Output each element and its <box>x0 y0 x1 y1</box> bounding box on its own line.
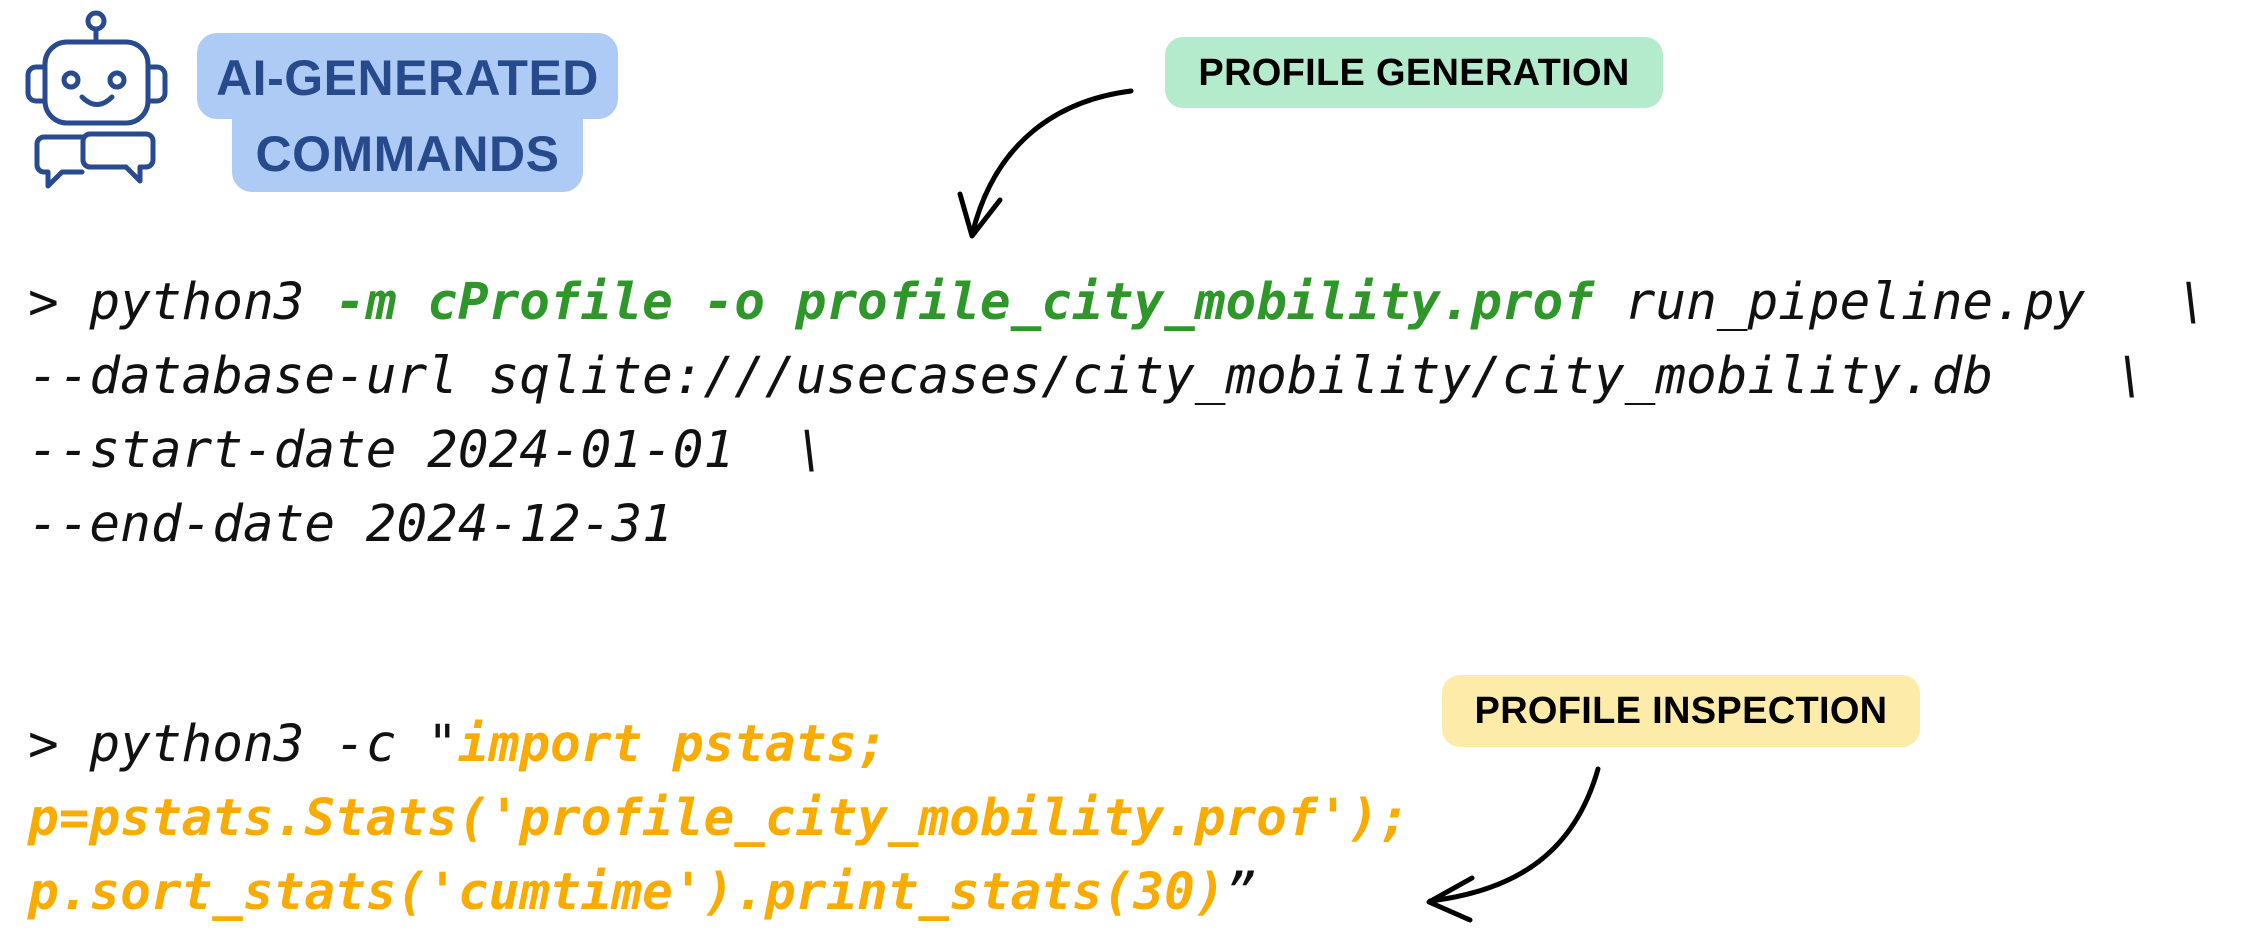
arrowhead-icon <box>1426 875 1475 923</box>
chat-bubble-icon <box>34 134 85 189</box>
command-line: > python3 -c "import pstats; <box>28 708 1410 782</box>
profile-generation-command: > python3 -m cProfile -o profile_city_mo… <box>28 266 2208 562</box>
command-text: run_pipeline.py \ <box>1593 273 2209 332</box>
command-line: p=pstats.Stats('profile_city_mobility.pr… <box>28 782 1410 856</box>
curved-arrow-icon <box>1427 766 1601 904</box>
robot-eye-icon <box>107 70 127 90</box>
highlighted-profile-flags: -m cProfile -o profile_city_mobility.pro… <box>335 273 1594 332</box>
highlighted-python-code: import pstats; <box>457 715 888 774</box>
label-background-bottom <box>232 93 583 192</box>
highlighted-python-code: p.sort_stats('cumtime').print_stats(30) <box>28 863 1226 922</box>
robot-eye-icon <box>61 70 81 90</box>
label-line-2: COMMANDS <box>255 126 560 182</box>
chat-bubble-icon <box>80 131 156 184</box>
command-text: python3 <box>89 273 336 332</box>
command-text: --database-url sqlite:///usecases/city_m… <box>28 347 2147 406</box>
robot-smile-icon <box>79 94 115 107</box>
command-text: --end-date 2024-12-31 <box>28 495 673 554</box>
command-text: python3 -c " <box>89 715 458 774</box>
robot-head-icon <box>42 39 151 126</box>
shell-prompt: > <box>28 273 90 332</box>
curved-arrow-icon <box>969 88 1134 238</box>
closing-quote: ” <box>1225 863 1257 922</box>
command-line: p.sort_stats('cumtime').print_stats(30)” <box>28 856 1410 930</box>
robot-chat-icon <box>25 10 168 189</box>
profile-generation-badge: PROFILE GENERATION <box>1165 37 1663 108</box>
profile-inspection-command: > python3 -c "import pstats; p=pstats.Sta… <box>28 708 1410 930</box>
command-line: --start-date 2024-01-01 \ <box>28 414 2208 488</box>
arrowhead-icon <box>957 191 1003 239</box>
command-line: --database-url sqlite:///usecases/city_m… <box>28 340 2208 414</box>
command-text: --start-date 2024-01-01 \ <box>28 421 827 480</box>
profile-inspection-badge: PROFILE INSPECTION <box>1442 675 1920 747</box>
label-line-1: AI-GENERATED <box>216 50 599 106</box>
shell-prompt: > <box>28 715 90 774</box>
ai-generated-commands-label: AI-GENERATED COMMANDS <box>197 33 618 192</box>
command-line: > python3 -m cProfile -o profile_city_mo… <box>28 266 2208 340</box>
highlighted-python-code: p=pstats.Stats('profile_city_mobility.pr… <box>28 789 1410 848</box>
command-line: --end-date 2024-12-31 <box>28 488 2208 562</box>
